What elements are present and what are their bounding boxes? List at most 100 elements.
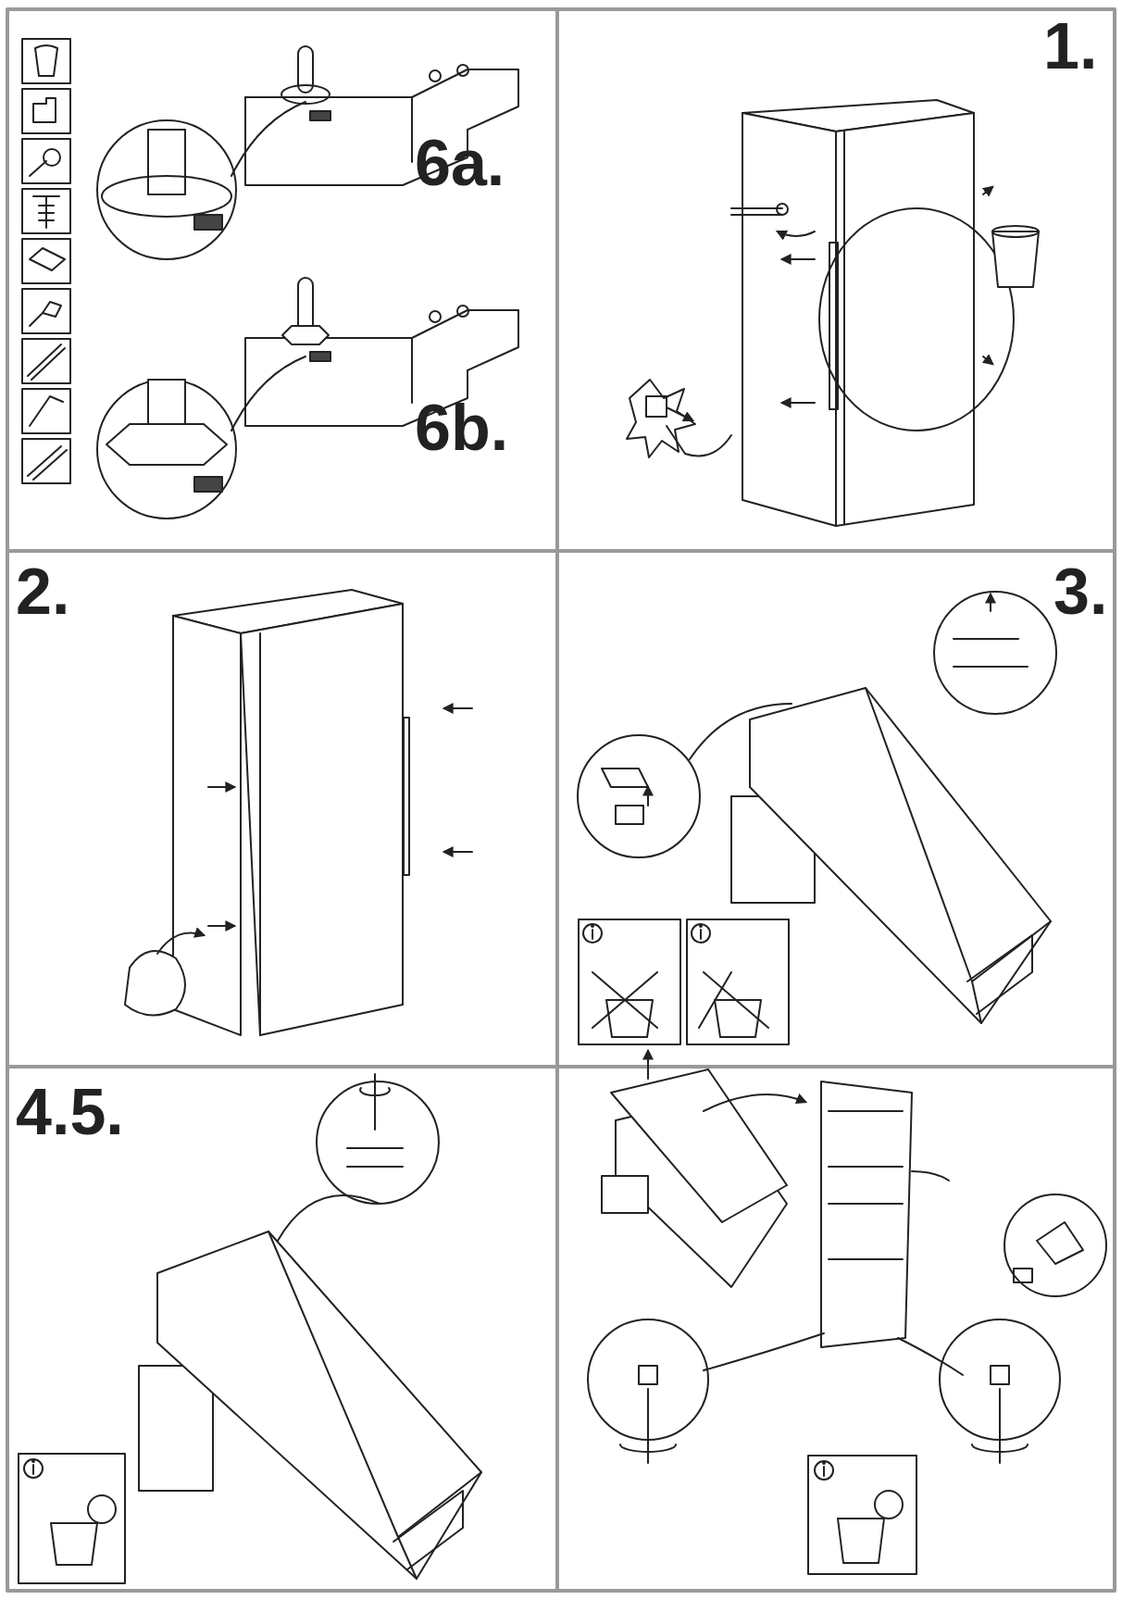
- door-step-6: [822, 1461, 825, 1464]
- tool-icons: [33, 98, 56, 123]
- cabinet-step-4-5: [87, 1495, 116, 1523]
- fridge-step-1: [835, 112, 974, 526]
- fridge-step-1: [626, 379, 696, 458]
- fridge-step-1: [983, 356, 993, 364]
- hinge-6a: [245, 97, 412, 163]
- hinge-6b: [97, 277, 519, 519]
- door-step-6: [837, 1518, 885, 1563]
- cabinet-step-4-5: [347, 1073, 403, 1167]
- door-step-6: [828, 1110, 903, 1260]
- tool-icons: [22, 38, 71, 484]
- cabinet-step-4-5: [393, 1490, 463, 1570]
- fridge-step-1: [646, 396, 667, 417]
- cabinet-step-3: [749, 687, 1051, 1023]
- cabinet-step-3: [577, 735, 700, 858]
- tool-icons: [22, 238, 71, 284]
- cabinet-step-3: [691, 923, 711, 943]
- tool-icons: [29, 396, 63, 426]
- panel-frame: [7, 548, 1115, 553]
- cabinet-step-4-5: [18, 1073, 482, 1584]
- panel-frame: [555, 9, 560, 1591]
- fridge-step-2: [444, 707, 473, 710]
- cabinet-step-3: [865, 687, 982, 1023]
- cabinet-step-4-5: [50, 1522, 98, 1565]
- cabinet-step-3: [967, 935, 1033, 1014]
- door-step-6: [601, 1175, 649, 1213]
- cabinet-step-3: [601, 768, 649, 824]
- fridge-step-2: [403, 717, 410, 875]
- cabinet-step-3: [953, 638, 1028, 667]
- hinge-6a: [231, 101, 306, 176]
- door-step-6: [1013, 1221, 1084, 1283]
- hinge-6b: [282, 325, 329, 345]
- tool-icons: [29, 301, 62, 326]
- cabinet-step-3: [591, 924, 594, 927]
- hinge-6b: [97, 379, 237, 519]
- cabinet-step-4-5: [18, 1453, 125, 1584]
- fridge-step-2: [124, 589, 473, 1035]
- hinge-6a: [97, 120, 237, 260]
- tool-icons: [33, 196, 60, 228]
- step-number: 2.: [15, 559, 70, 624]
- hinge-6b: [106, 423, 227, 465]
- cabinet-step-3: [689, 703, 792, 760]
- panel-frame: [7, 1064, 1115, 1069]
- fridge-step-1: [782, 401, 815, 404]
- cabinet-step-4-5: [360, 1087, 390, 1096]
- step-number: 6b.: [414, 395, 509, 461]
- tool-icons: [22, 288, 71, 334]
- fridge-step-1: [819, 208, 1014, 431]
- door-step-6: [703, 1333, 963, 1375]
- hinge-6a: [429, 70, 441, 82]
- cabinet-step-4-5: [316, 1081, 439, 1204]
- cabinet-step-3: [699, 929, 702, 939]
- fridge-step-2: [208, 924, 235, 927]
- fridge-step-1: [992, 225, 1039, 237]
- door-step-6: [647, 1050, 649, 1079]
- step-number: 1.: [1043, 13, 1098, 79]
- cabinet-step-3: [934, 591, 1057, 714]
- tool-icons: [29, 161, 47, 176]
- cabinet-step-3: [699, 924, 702, 927]
- cabinet-step-3: [591, 929, 594, 939]
- step-number: 3.: [1053, 559, 1108, 624]
- fridge-step-2: [444, 850, 473, 853]
- cabinet-step-4-5: [138, 1365, 213, 1491]
- cabinet-step-4-5: [268, 1231, 482, 1579]
- cabinet-step-4-5: [277, 1195, 380, 1241]
- tool-icons: [29, 248, 65, 271]
- door-step-6: [620, 1444, 676, 1452]
- cabinet-step-3: [583, 923, 602, 943]
- fridge-step-1: [782, 258, 815, 261]
- fridge-step-2: [157, 933, 204, 955]
- hinge-6b: [429, 311, 441, 323]
- hinge-6a: [281, 85, 330, 104]
- tool-icons: [27, 446, 67, 480]
- door-step-6: [814, 1460, 834, 1480]
- tool-icons: [35, 45, 58, 76]
- door-step-6: [990, 1365, 1010, 1463]
- tool-icons: [22, 88, 71, 134]
- hinge-6b: [411, 337, 413, 403]
- tool-icons: [22, 338, 71, 384]
- cabinet-step-3: [972, 921, 1051, 982]
- tool-icons: [22, 188, 71, 234]
- hinge-6b: [194, 476, 223, 492]
- hinge-6a: [97, 46, 519, 260]
- hinge-6b: [457, 305, 469, 317]
- fridge-step-1: [626, 99, 1039, 526]
- cabinet-step-3: [686, 919, 789, 1045]
- fridge-step-2: [240, 603, 403, 1035]
- fridge-step-2: [259, 633, 262, 1035]
- cabinet-step-4-5: [32, 1459, 35, 1462]
- step-number: 6a.: [414, 130, 505, 196]
- fridge-step-1: [983, 187, 993, 195]
- hinge-6b: [310, 351, 331, 362]
- cabinet-step-3: [989, 594, 992, 611]
- door-step-6: [874, 1490, 903, 1519]
- tool-icons: [43, 149, 61, 166]
- door-step-6: [1004, 1194, 1107, 1297]
- step-number: 4.5.: [15, 1079, 125, 1145]
- panel-frame: [7, 9, 1115, 1591]
